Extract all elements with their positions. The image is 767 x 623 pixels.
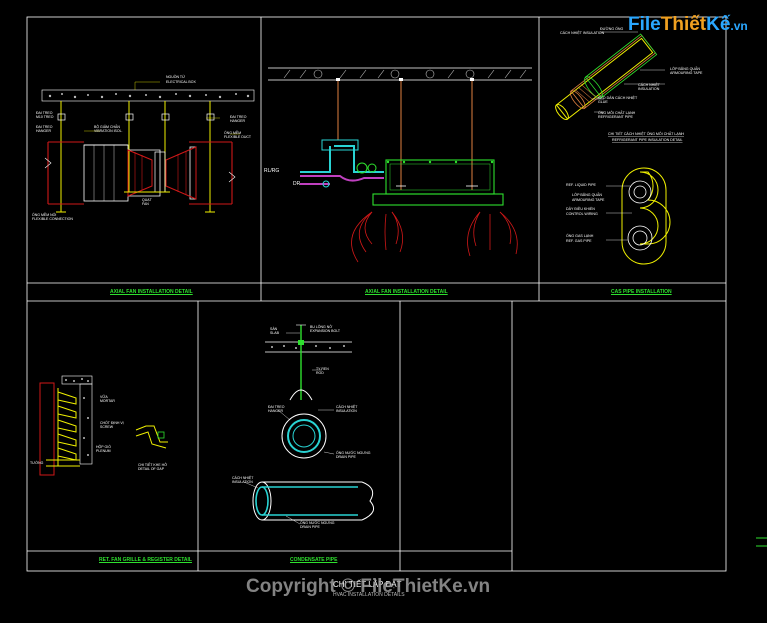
drawing-frame (26, 16, 727, 572)
svg-text:CÁCH NHIỆT: CÁCH NHIỆT (232, 475, 254, 480)
svg-text:ARMOURING TAPE: ARMOURING TAPE (670, 71, 703, 75)
svg-text:VIBRATION ISOL.: VIBRATION ISOL. (94, 129, 123, 133)
svg-text:DÂY ĐIỀU KHIỂN: DÂY ĐIỀU KHIỂN (566, 206, 595, 211)
copyright-watermark: Copyright © FileThietKe.vn (246, 576, 491, 597)
svg-text:CHI TIẾT CÁCH NHIỆT ỐNG MÔI CH: CHI TIẾT CÁCH NHIỆT ỐNG MÔI CHẤT LẠNH (608, 131, 684, 136)
svg-text:GLUE: GLUE (598, 100, 608, 104)
svg-text:M10 TREO: M10 TREO (36, 115, 54, 119)
caption-cas-pipe: CAS PIPE INSTALLATION (611, 289, 672, 295)
drawing-title: CHI TIẾT LẮP ĐẶT (333, 580, 402, 589)
svg-text:DRAIN PIPE: DRAIN PIPE (336, 455, 357, 459)
svg-text:LỚP BĂNG QUẤN: LỚP BĂNG QUẤN (572, 192, 602, 197)
svg-text:TƯỜNG: TƯỜNG (30, 460, 44, 465)
svg-text:CHỐT ĐỊNH VỊ: CHỐT ĐỊNH VỊ (100, 420, 124, 425)
svg-text:SCREW: SCREW (100, 425, 114, 429)
svg-text:CÁCH NHIỆT: CÁCH NHIỆT (336, 404, 358, 409)
svg-text:ĐAI TREO: ĐAI TREO (230, 115, 247, 119)
svg-text:BỘ GIẢM CHẤN: BỘ GIẢM CHẤN (94, 124, 120, 129)
svg-text:HỘP GIÓ: HỘP GIÓ (96, 444, 111, 449)
svg-text:VỮA: VỮA (100, 394, 108, 399)
drawing-subtitle: HVAC INSTALLATION DETAILS (333, 592, 405, 598)
label-armour-tape: ARMOURING TAPE (572, 198, 605, 202)
label-rl-rg: RL/RG (264, 168, 279, 174)
svg-text:ỐNG MÔI CHẤT LẠNH: ỐNG MÔI CHẤT LẠNH (598, 110, 636, 115)
svg-text:REFRIGERANT PIPE INSULATION DE: REFRIGERANT PIPE INSULATION DETAIL (612, 138, 683, 142)
svg-text:FAN: FAN (142, 202, 149, 206)
svg-text:INSULATION: INSULATION (336, 409, 357, 413)
svg-text:HANGER: HANGER (268, 409, 283, 413)
svg-text:QUẠT: QUẠT (142, 198, 153, 202)
svg-text:DRAIN PIPE: DRAIN PIPE (300, 525, 321, 529)
svg-text:INSULATION: INSULATION (232, 480, 253, 484)
edge-marks (756, 537, 767, 547)
label-dr: DR (293, 181, 301, 187)
axial-fan-detail-ceiling-unit: RL/RG DR (264, 67, 532, 263)
svg-text:ỐNG MỀM: ỐNG MỀM (224, 130, 241, 135)
svg-text:DETAIL OF GAP: DETAIL OF GAP (138, 467, 165, 471)
caption-axial-fan-2: AXIAL FAN INSTALLATION DETAIL (365, 289, 448, 295)
svg-text:FLEXIBLE CONNECTION: FLEXIBLE CONNECTION (32, 217, 73, 221)
caption-condensate: CONDENSATE PIPE (290, 557, 338, 563)
label-control-wiring: CONTROL WIRING (566, 212, 598, 216)
svg-text:HANGER: HANGER (36, 129, 51, 133)
svg-text:CHI TIẾT KHE HỞ: CHI TIẾT KHE HỞ (138, 462, 167, 467)
svg-text:INSULATION: INSULATION (638, 87, 660, 91)
svg-text:BU LÔNG NỞ: BU LÔNG NỞ (310, 324, 332, 329)
svg-text:EXPANSION BOLT: EXPANSION BOLT (310, 329, 341, 333)
svg-text:SÀN: SÀN (270, 327, 278, 331)
label-ref-gas: REF. GAS PIPE (566, 239, 592, 243)
svg-text:NGUỒN TỪ: NGUỒN TỪ (166, 74, 185, 79)
svg-text:FLEXIBLE DUCT: FLEXIBLE DUCT (224, 135, 252, 139)
svg-text:PLENUM: PLENUM (96, 449, 111, 453)
label-insulation: CÁCH NHIỆT INSULATION (560, 31, 605, 35)
svg-text:ỐNG NƯỚC NGƯNG: ỐNG NƯỚC NGƯNG (300, 520, 335, 525)
svg-text:HANGER: HANGER (230, 119, 245, 123)
caption-grille: RET. FAN GRILLE & REGISTER DETAIL (99, 557, 192, 563)
svg-text:ĐAI TREO: ĐAI TREO (36, 111, 53, 115)
svg-text:ĐƯỜNG ỐNG: ĐƯỜNG ỐNG (600, 26, 624, 31)
filethietke-logo: FileThiếtKế.vn (628, 14, 748, 35)
svg-text:CÁCH NHIỆT: CÁCH NHIỆT (638, 82, 661, 87)
label-ref-liquid: REF. LIQUID PIPE (566, 183, 597, 187)
svg-text:SLAB: SLAB (270, 331, 280, 335)
svg-text:ROD: ROD (316, 371, 324, 375)
svg-text:LỚP BĂNG QUẤN: LỚP BĂNG QUẤN (670, 66, 700, 71)
svg-text:ỐNG MỀM NỐI: ỐNG MỀM NỐI (32, 212, 56, 217)
caption-axial-fan-1: AXIAL FAN INSTALLATION DETAIL (110, 289, 193, 295)
svg-text:ELECTRICAL BOX: ELECTRICAL BOX (166, 80, 196, 84)
svg-text:TY REN: TY REN (316, 367, 329, 371)
svg-text:MORTAR: MORTAR (100, 399, 115, 403)
svg-text:ỐNG GAS LẠNH: ỐNG GAS LẠNH (566, 233, 594, 238)
svg-text:REFRIGERANT PIPE: REFRIGERANT PIPE (598, 115, 633, 119)
svg-text:ĐAI TREO: ĐAI TREO (36, 125, 53, 129)
svg-text:ỐNG NƯỚC NGƯNG: ỐNG NƯỚC NGƯNG (336, 450, 371, 455)
svg-text:ĐAI TREO: ĐAI TREO (268, 405, 285, 409)
svg-text:KEO DÁN CÁCH NHIỆT: KEO DÁN CÁCH NHIỆT (598, 95, 638, 100)
